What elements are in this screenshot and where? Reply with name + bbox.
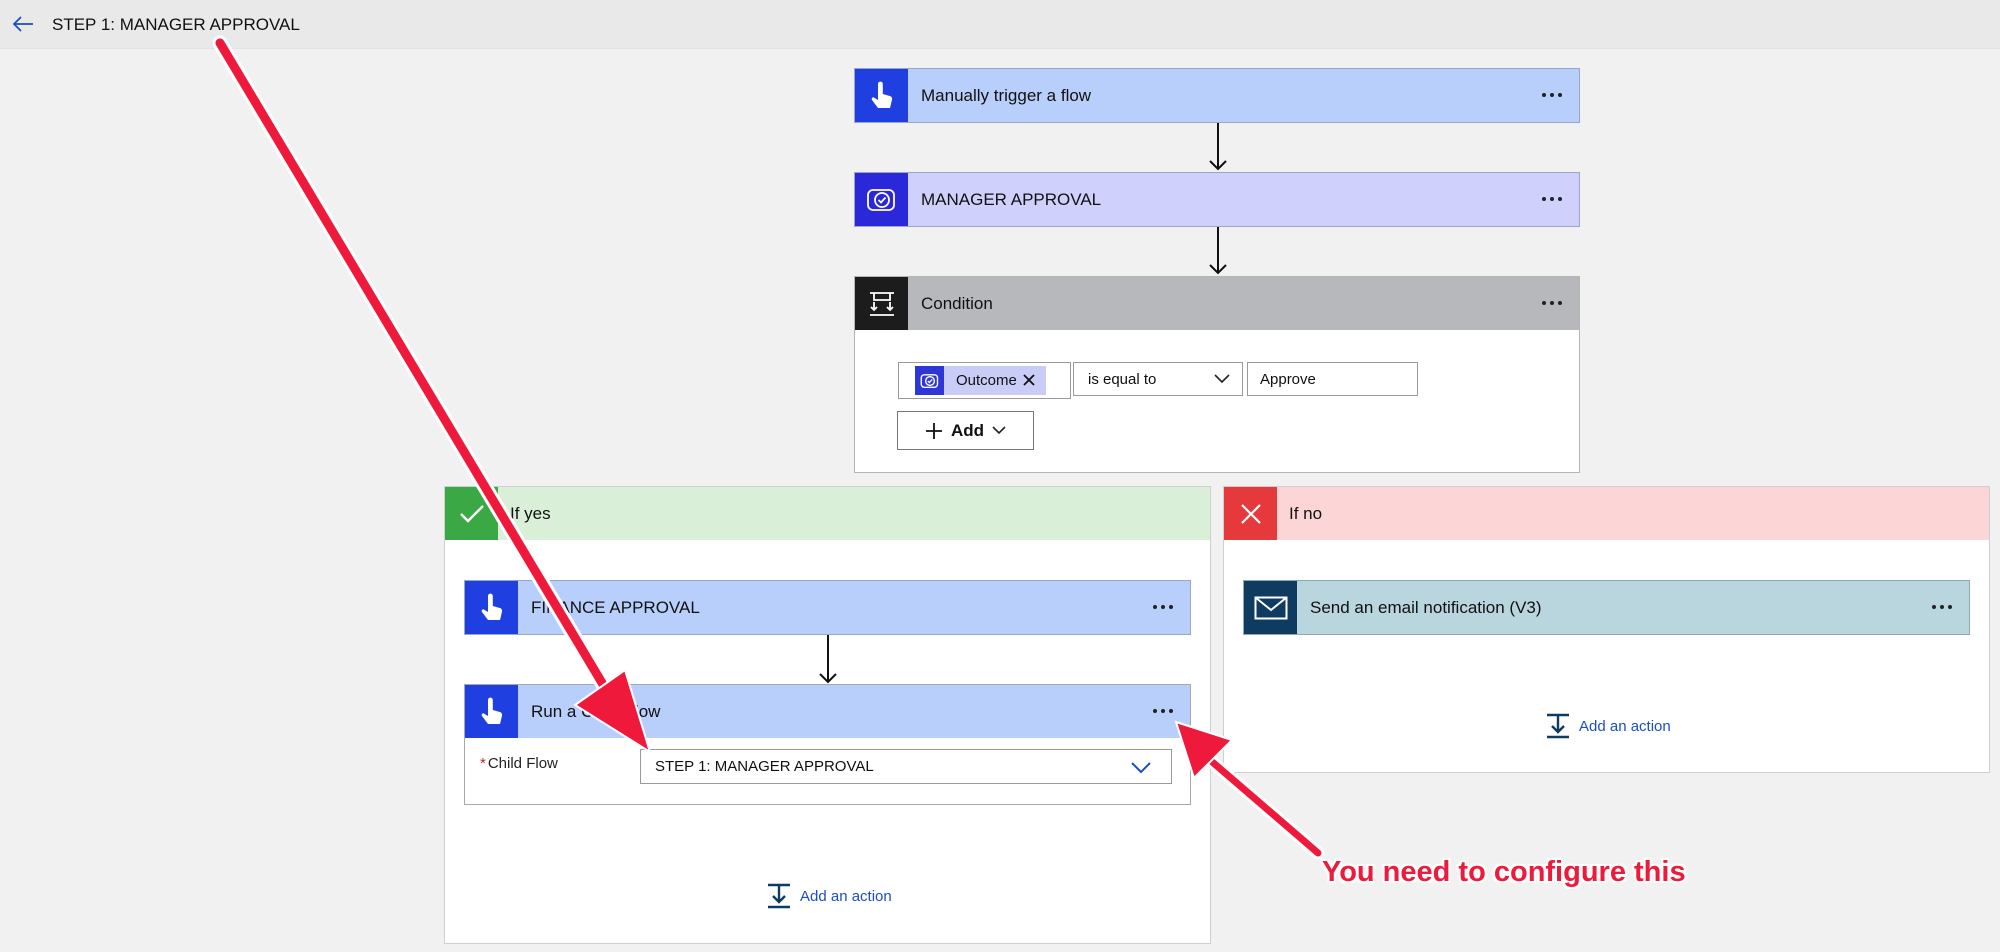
condition-title: Condition (921, 293, 993, 313)
child-flow-label-text: Child Flow (487, 755, 558, 772)
add-action-button[interactable]: Add an action (766, 883, 892, 909)
top-bar: STEP 1: MANAGER APPROVAL (0, 0, 2000, 49)
if-no-title: If no (1289, 503, 1323, 523)
connector-arrow (1209, 227, 1227, 275)
check-icon (445, 487, 498, 540)
add-action-button[interactable]: Add an action (1545, 713, 1671, 739)
more-options-icon[interactable] (1537, 83, 1567, 107)
child-flow-select[interactable]: STEP 1: MANAGER APPROVAL (640, 749, 1172, 784)
child-flow-label: *Child Flow (480, 755, 558, 772)
chevron-down-icon (1214, 374, 1230, 384)
approval-title: MANAGER APPROVAL (921, 189, 1102, 209)
token-label: Outcome (956, 372, 1017, 389)
annotation-text: You need to configure this (1322, 856, 1686, 888)
back-arrow-icon[interactable] (10, 12, 36, 36)
add-action-label: Add an action (1579, 717, 1671, 735)
more-options-icon[interactable] (1537, 187, 1567, 211)
finance-approval-card[interactable]: FINANCE APPROVAL (464, 580, 1191, 635)
outcome-token: Outcome (915, 366, 1046, 395)
touch-icon (855, 69, 908, 122)
add-condition-button[interactable]: Add (897, 411, 1034, 450)
send-email-card[interactable]: Send an email notification (V3) (1243, 580, 1970, 635)
add-label: Add (950, 420, 985, 440)
trigger-card[interactable]: Manually trigger a flow (854, 68, 1580, 123)
run-child-flow-card: Run a Child Flow (464, 684, 1191, 805)
finance-title: FINANCE APPROVAL (531, 597, 700, 617)
trigger-title: Manually trigger a flow (921, 85, 1092, 105)
add-action-label: Add an action (800, 887, 892, 905)
close-icon (1224, 487, 1277, 540)
child-flow-title: Run a Child Flow (531, 701, 661, 721)
page-title: STEP 1: MANAGER APPROVAL (52, 15, 300, 34)
approval-icon (855, 173, 908, 226)
condition-icon (855, 277, 908, 330)
required-marker: * (480, 755, 486, 772)
close-icon[interactable] (1022, 373, 1036, 387)
email-title: Send an email notification (V3) (1310, 597, 1542, 617)
chevron-down-icon (1131, 762, 1151, 774)
add-action-icon (1547, 713, 1569, 739)
more-options-icon[interactable] (1927, 595, 1957, 619)
condition-left-operand[interactable]: Outcome (898, 362, 1071, 399)
more-options-icon[interactable] (1148, 595, 1178, 619)
approval-icon (915, 366, 944, 395)
operator-value: is equal to (1088, 370, 1157, 388)
condition-value-input[interactable]: Approve (1247, 362, 1418, 396)
touch-icon (465, 685, 518, 738)
mail-icon (1244, 581, 1297, 634)
condition-operator-select[interactable]: is equal to (1073, 362, 1243, 396)
add-action-icon (768, 883, 790, 909)
condition-value: Approve (1260, 370, 1316, 388)
more-options-icon[interactable] (1148, 699, 1178, 723)
chevron-down-icon (992, 426, 1006, 435)
if-yes-title: If yes (510, 503, 551, 523)
more-options-icon[interactable] (1537, 291, 1567, 315)
connector-arrow (1209, 123, 1227, 171)
plus-icon (925, 422, 942, 439)
child-flow-value: STEP 1: MANAGER APPROVAL (655, 758, 874, 775)
touch-icon (465, 581, 518, 634)
manager-approval-card[interactable]: MANAGER APPROVAL (854, 172, 1580, 227)
connector-arrow (819, 635, 837, 684)
